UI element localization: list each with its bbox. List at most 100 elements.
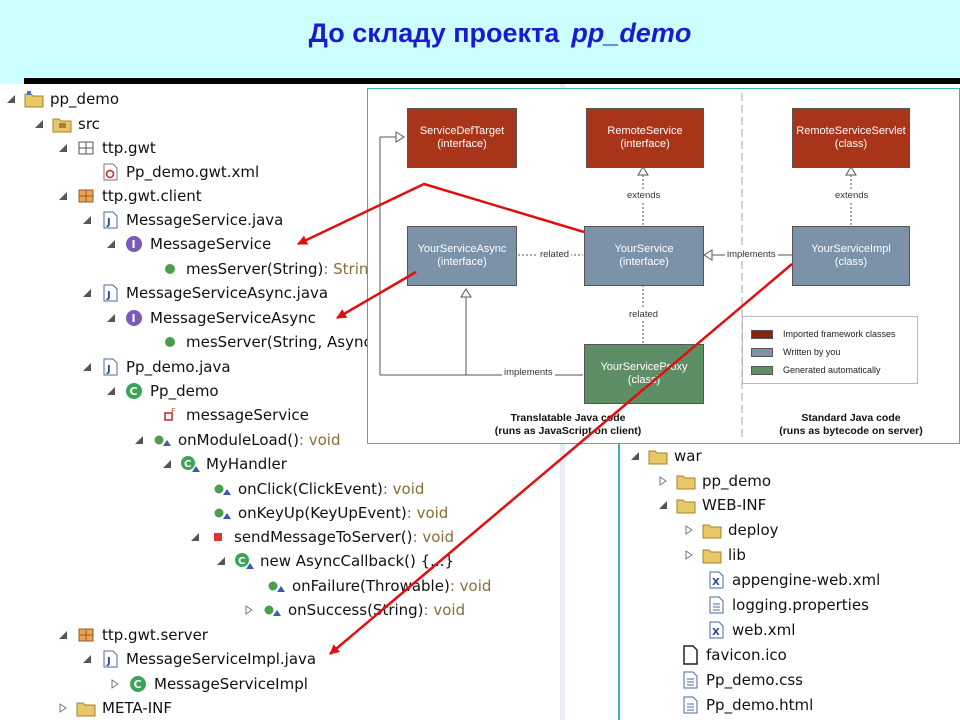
tree-node-send-message[interactable]: sendMessageToServer() : void (188, 525, 454, 549)
collapsed-twisty-icon[interactable] (656, 474, 670, 488)
folder-icon (702, 545, 722, 565)
tree-node-ms-java[interactable]: J MessageService.java (80, 208, 283, 232)
tree-node-msi-java[interactable]: J MessageServiceImpl.java (80, 647, 316, 671)
your-service-async-box: YourServiceAsync (interface) (407, 226, 517, 286)
java-file-icon: J (100, 283, 120, 303)
caption-line: (runs as JavaScript on client) (494, 425, 642, 437)
tree-node-package-gwt[interactable]: ttp.gwt (56, 136, 156, 160)
tree-node-css[interactable]: Pp_demo.css (660, 668, 803, 692)
tree-node-html[interactable]: Pp_demo.html (660, 693, 813, 717)
interface-icon: I (124, 234, 144, 254)
your-service-proxy-box: YourServiceProxy (class) (584, 344, 704, 404)
expanded-twisty-icon[interactable] (56, 141, 70, 155)
override-method-icon (212, 503, 232, 523)
tree-node-my-handler[interactable]: C MyHandler (160, 452, 287, 476)
tree-node-web-inf[interactable]: WEB-INF (656, 493, 766, 517)
tree-label: MessageServiceAsync.java (126, 284, 329, 302)
override-method-icon (262, 600, 282, 620)
remote-service-box: RemoteService (interface) (586, 108, 704, 168)
tree-node-war-pp-demo[interactable]: pp_demo (656, 469, 771, 493)
expanded-twisty-icon[interactable] (104, 384, 118, 398)
tree-node-lib[interactable]: lib (682, 543, 746, 567)
expanded-twisty-icon[interactable] (80, 213, 94, 227)
tree-node-msa-interface[interactable]: I MessageServiceAsync (104, 306, 316, 330)
tree-label: MessageServiceImpl.java (126, 650, 317, 668)
expanded-twisty-icon[interactable] (214, 554, 228, 568)
tree-node-web-xml[interactable]: X web.xml (686, 618, 795, 642)
tree-label: war (674, 447, 702, 465)
tree-node-project[interactable]: pp_demo (4, 87, 119, 111)
tree-node-msi-class[interactable]: C MessageServiceImpl (108, 672, 308, 696)
caption-server: Standard Java code (runs as bytecode on … (748, 412, 954, 438)
tree-node-ppd-java[interactable]: J Pp_demo.java (80, 355, 231, 379)
collapsed-twisty-icon[interactable] (242, 603, 256, 617)
tree-node-src[interactable]: src (32, 112, 100, 136)
java-file-icon: J (100, 649, 120, 669)
expanded-twisty-icon[interactable] (160, 457, 174, 471)
your-service-impl-box: YourServiceImpl (class) (792, 226, 910, 286)
tree-node-logging[interactable]: logging.properties (686, 593, 869, 617)
tree-node-deploy[interactable]: deploy (682, 518, 779, 542)
override-method-icon (212, 479, 232, 499)
svg-text:J: J (106, 656, 111, 667)
expanded-twisty-icon[interactable] (104, 237, 118, 251)
tree-node-package-client[interactable]: ttp.gwt.client (56, 184, 202, 208)
collapsed-twisty-icon[interactable] (682, 523, 696, 537)
tree-node-gwt-xml[interactable]: Pp_demo.gwt.xml (80, 160, 259, 184)
expanded-twisty-icon[interactable] (4, 92, 18, 106)
tree-label: Pp_demo (150, 382, 219, 400)
tree-node-field-message-service[interactable]: F messageService (140, 403, 309, 427)
collapsed-twisty-icon[interactable] (56, 701, 70, 715)
return-type: : void (406, 504, 449, 522)
slide-title-text: До складу проекта (308, 18, 560, 48)
return-type: : void (449, 577, 492, 595)
tree-node-async-callback[interactable]: C new AsyncCallback() {...} (214, 549, 454, 573)
tree-label: MessageServiceImpl (154, 675, 308, 693)
svg-text:C: C (134, 678, 142, 691)
expanded-twisty-icon[interactable] (32, 117, 46, 131)
expanded-twisty-icon[interactable] (628, 449, 642, 463)
tree-node-on-click[interactable]: onClick(ClickEvent) : void (192, 477, 424, 501)
tree-label: lib (728, 546, 746, 564)
box-kind: (class) (834, 138, 868, 150)
override-method-icon (152, 430, 172, 450)
expanded-twisty-icon[interactable] (80, 286, 94, 300)
tree-node-appengine-xml[interactable]: X appengine-web.xml (686, 568, 880, 592)
remote-service-servlet-box: RemoteServiceServlet (class) (792, 108, 910, 168)
collapsed-twisty-icon[interactable] (682, 548, 696, 562)
tree-node-package-server[interactable]: ttp.gwt.server (56, 623, 208, 647)
tree-node-favicon[interactable]: favicon.ico (660, 643, 787, 667)
tree-node-on-failure[interactable]: onFailure(Throwable) : void (246, 574, 491, 598)
java-file-icon: J (100, 357, 120, 377)
folder-icon (76, 698, 96, 718)
expanded-twisty-icon[interactable] (132, 433, 146, 447)
tree-node-on-success[interactable]: onSuccess(String) : void (242, 598, 465, 622)
caption-line: (runs as bytecode on server) (779, 425, 923, 437)
tree-node-war[interactable]: war (628, 444, 702, 468)
tree-label: sendMessageToServer() (234, 528, 413, 546)
expanded-twisty-icon[interactable] (56, 189, 70, 203)
expanded-twisty-icon[interactable] (80, 360, 94, 374)
tree-node-ms-method[interactable]: mesServer(String) : String (140, 257, 378, 281)
svg-text:I: I (132, 238, 136, 251)
tree-node-ms-interface[interactable]: I MessageService (104, 232, 271, 256)
service-def-target-box: ServiceDefTarget (interface) (407, 108, 517, 168)
tree-node-msa-java[interactable]: J MessageServiceAsync.java (80, 281, 328, 305)
expanded-twisty-icon[interactable] (80, 652, 94, 666)
source-folder-icon (52, 114, 72, 134)
box-name: YourService (614, 243, 674, 255)
legend-label: Written by you (783, 347, 841, 357)
tree-node-on-module-load[interactable]: onModuleLoad() : void (132, 428, 341, 452)
expanded-twisty-icon[interactable] (188, 530, 202, 544)
tree-node-ppd-class[interactable]: C Pp_demo (104, 379, 219, 403)
box-name: RemoteService (607, 125, 683, 137)
expanded-twisty-icon[interactable] (104, 311, 118, 325)
svg-text:F: F (171, 407, 176, 416)
tree-node-on-keyup[interactable]: onKeyUp(KeyUpEvent) : void (192, 501, 448, 525)
expanded-twisty-icon[interactable] (656, 498, 670, 512)
expanded-twisty-icon[interactable] (56, 628, 70, 642)
tree-label: MyHandler (206, 455, 287, 473)
anonymous-class-icon: C (234, 551, 254, 571)
collapsed-twisty-icon[interactable] (108, 677, 122, 691)
tree-node-meta-inf[interactable]: META-INF (56, 696, 172, 720)
